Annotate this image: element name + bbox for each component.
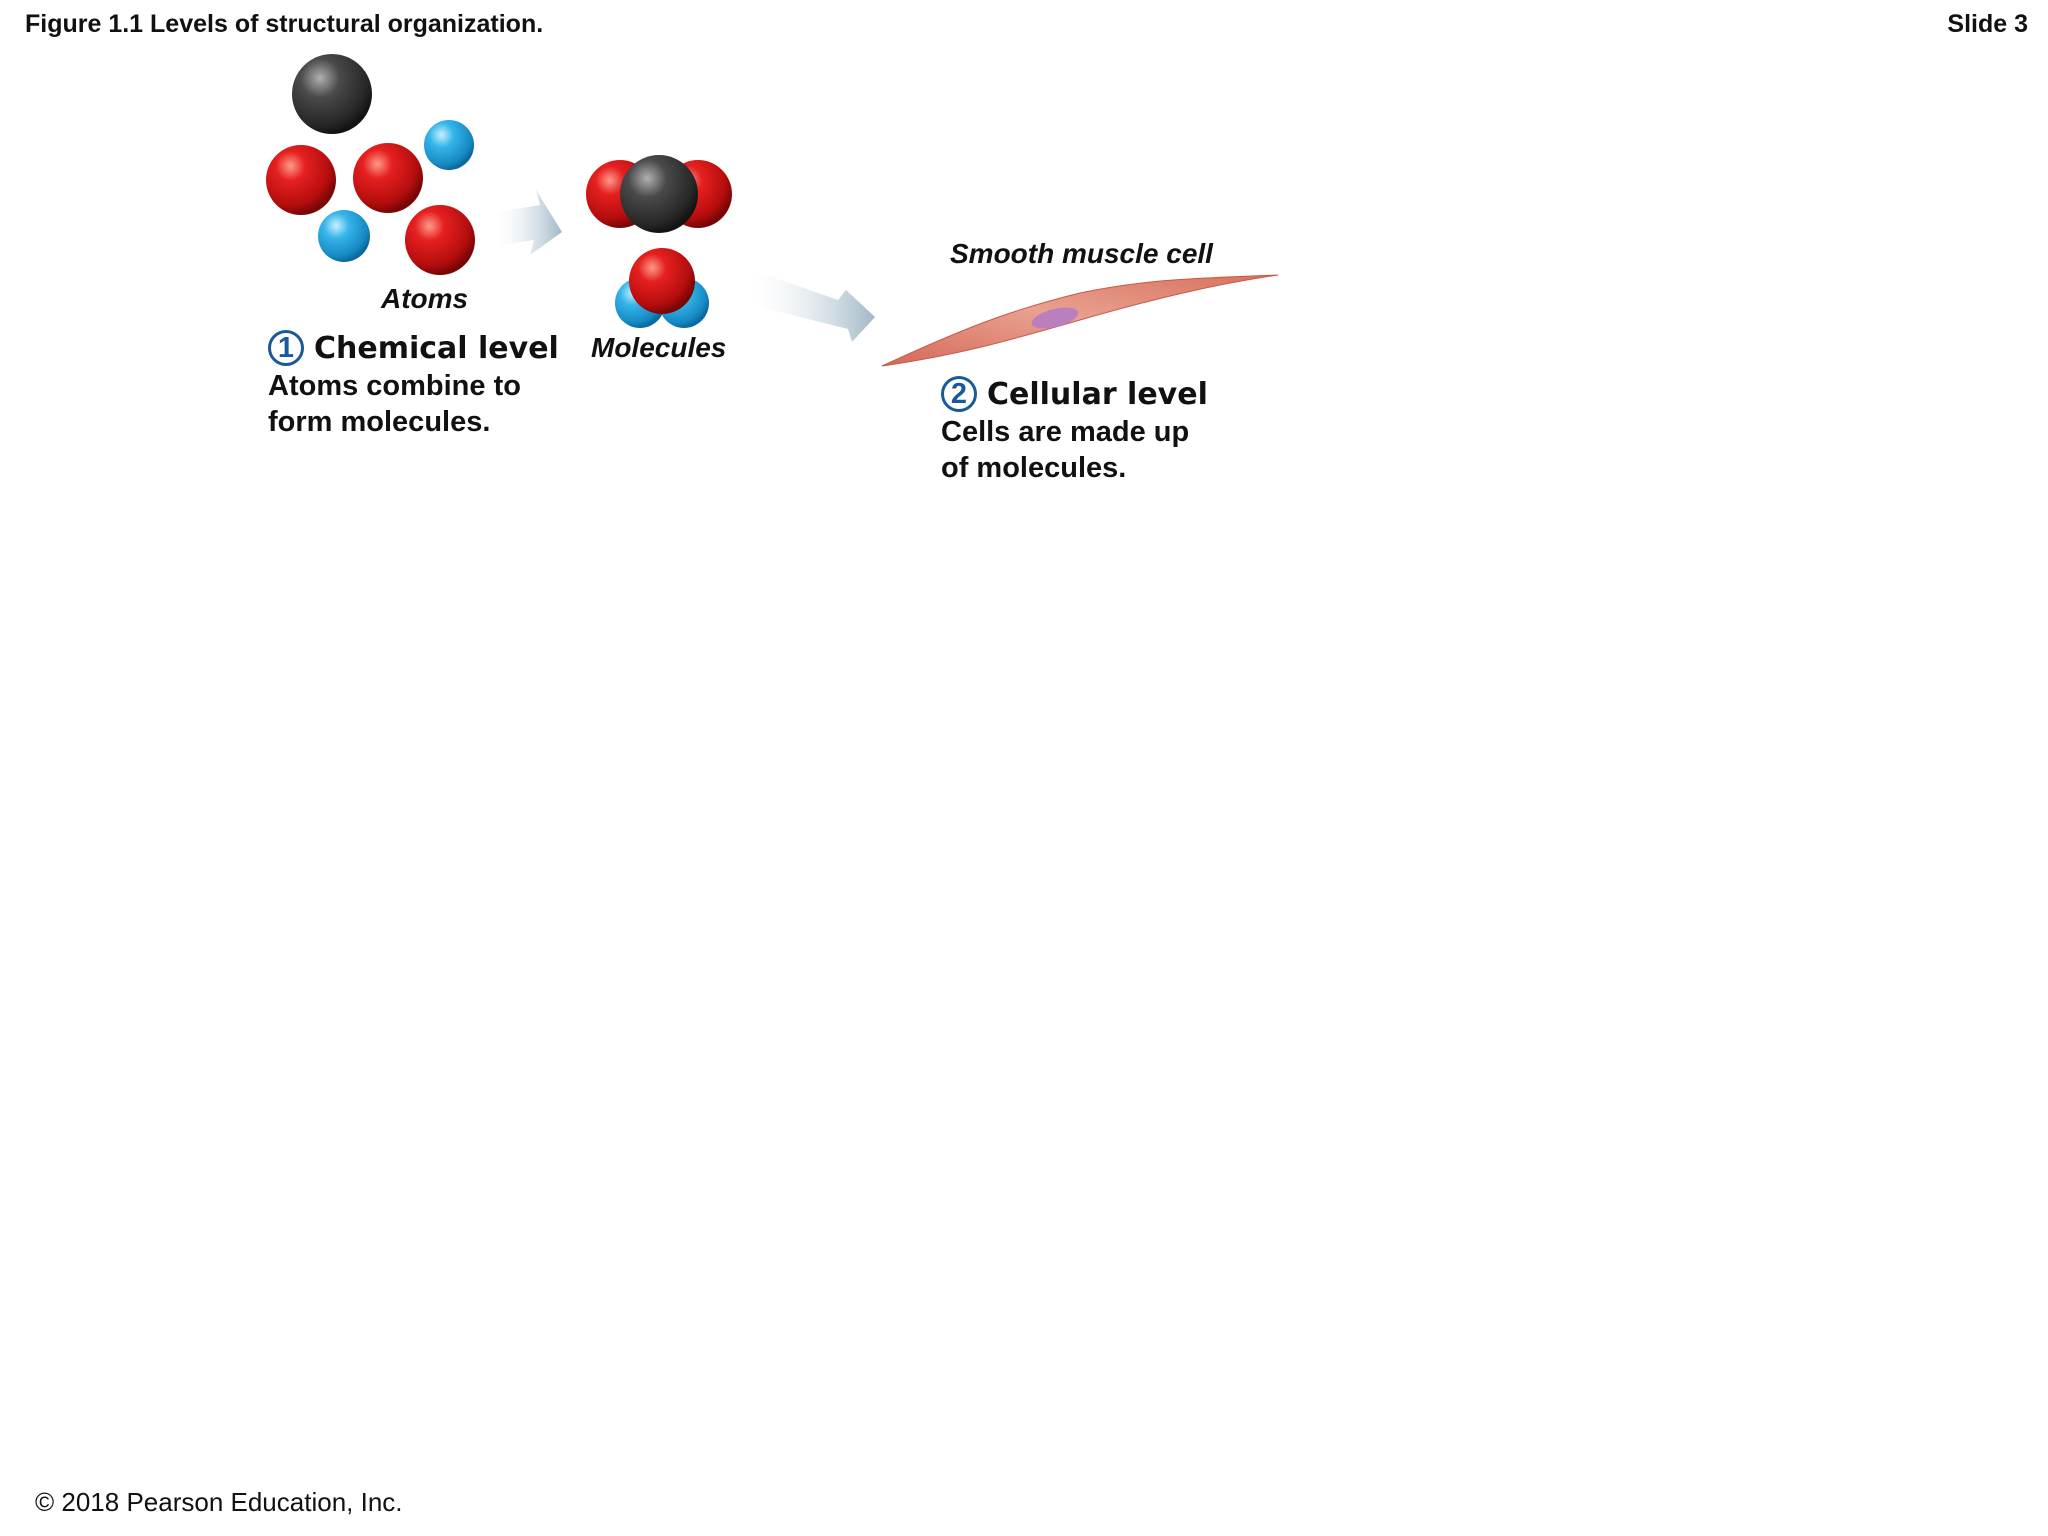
chemical-level-block: 1 Chemical level Atoms combine to form m… [268, 330, 559, 440]
oxygen-atom [405, 205, 475, 275]
description-line: Atoms combine to [268, 370, 521, 402]
cellular-level-block: 2 Cellular level Cells are made up of mo… [941, 376, 1208, 486]
step-one-badge: 1 [268, 330, 304, 366]
oxygen-atom [266, 145, 336, 215]
cellular-level-heading: 2 Cellular level [941, 376, 1208, 412]
water-molecule [615, 248, 709, 328]
description-line: Cells are made up [941, 416, 1190, 448]
atoms-label: Atoms [381, 283, 469, 314]
molecules-label: Molecules [591, 332, 727, 363]
slide-number: Slide 3 [1947, 10, 2028, 38]
hydrogen-atom [424, 120, 474, 170]
carbon-dioxide-molecule [586, 155, 732, 233]
atoms-illustration [266, 54, 475, 275]
chemical-level-heading: 1 Chemical level [268, 330, 559, 366]
description-line: form molecules. [268, 406, 491, 438]
arrow-icon [496, 190, 562, 255]
figure-title: Figure 1.1 Levels of structural organiza… [25, 10, 544, 38]
cellular-level-title: Cellular level [987, 376, 1208, 412]
cell-label: Smooth muscle cell [950, 238, 1213, 269]
smooth-muscle-cell [881, 274, 1279, 367]
hydrogen-atom [318, 210, 370, 262]
muscle-cell-body [881, 274, 1279, 367]
cell-nucleus [1031, 307, 1079, 329]
chemical-level-title: Chemical level [314, 330, 559, 366]
carbon-atom [620, 155, 698, 233]
chemical-level-description: Atoms combine to form molecules. [268, 368, 559, 440]
cellular-level-description: Cells are made up of molecules. [941, 414, 1208, 486]
oxygen-atom [629, 248, 695, 314]
copyright-notice: © 2018 Pearson Education, Inc. [35, 1487, 403, 1517]
oxygen-atom [353, 143, 423, 213]
description-line: of molecules. [941, 452, 1127, 484]
step-two-badge: 2 [941, 376, 977, 412]
arrow-icon [752, 270, 875, 342]
carbon-atom [292, 54, 372, 134]
